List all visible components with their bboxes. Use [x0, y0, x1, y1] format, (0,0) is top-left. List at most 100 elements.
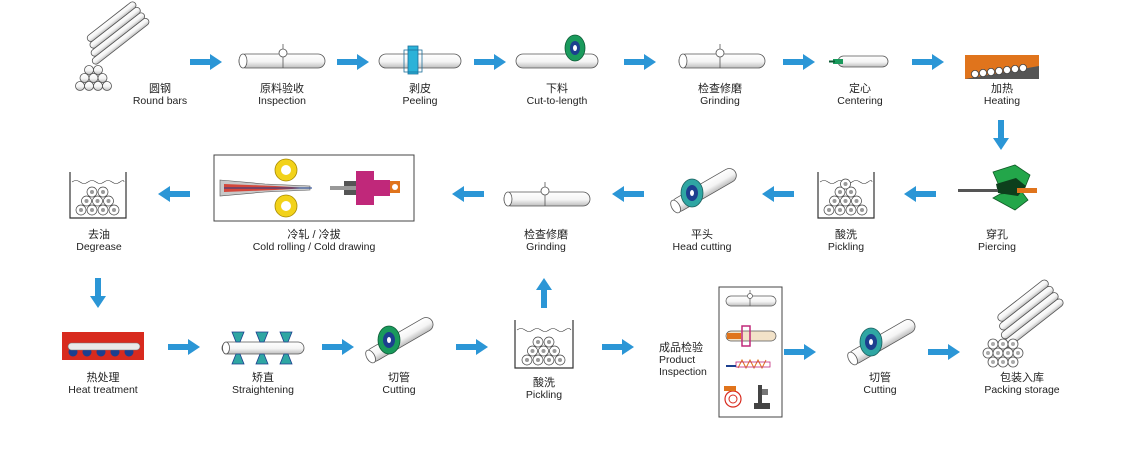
step-peeling: 剥皮 Peeling — [345, 83, 495, 107]
label-cn: 加热 — [991, 83, 1013, 95]
label-en: Degrease — [76, 241, 122, 253]
arrow-left — [612, 186, 644, 202]
label-cn: 去油 — [88, 229, 110, 241]
pickling-tank-icon — [514, 320, 574, 369]
label-en: Cutting — [382, 384, 416, 396]
arrow-right — [624, 54, 656, 70]
label-en: Grinding — [700, 95, 740, 107]
arrow-right — [928, 344, 960, 360]
arrow-up — [536, 278, 552, 308]
step-heat-treatment: 热处理 Heat treatment — [28, 372, 178, 396]
arrow-down — [993, 120, 1009, 150]
step-head-cutting: 平头 Head cutting — [627, 229, 777, 253]
label-cn: 圆钢 — [149, 83, 171, 95]
step-product-inspection: 成品检验 Product Inspection — [659, 342, 739, 378]
step-pickling: 酸洗 Pickling — [469, 377, 619, 401]
inspection-pipe-icon — [238, 44, 326, 69]
arrow-right — [190, 54, 222, 70]
degrease-tank-icon — [69, 172, 127, 219]
label-en: Peeling — [402, 95, 438, 107]
arrow-right — [168, 339, 200, 355]
label-cn: 矫直 — [252, 372, 274, 384]
label-en: Packing storage — [984, 384, 1060, 396]
step-packing-storage: 包装入库 Packing storage — [947, 372, 1097, 396]
label-cn: 切管 — [388, 372, 410, 384]
step-centering: 定心 Centering — [785, 83, 935, 107]
label-en: Cut-to-length — [526, 95, 588, 107]
label-en: Product Inspection — [659, 354, 707, 378]
arrow-right — [784, 344, 816, 360]
label-cn: 酸洗 — [835, 229, 857, 241]
step-straightening: 矫直 Straightening — [188, 372, 338, 396]
furnace-icon — [965, 55, 1039, 79]
label-en: Centering — [837, 95, 883, 107]
cold-rolling-drawing-box — [213, 154, 415, 222]
saw-disc-icon — [515, 34, 599, 69]
step-inspection: 原料验收 Inspection — [207, 83, 357, 107]
label-cn: 原料验收 — [260, 83, 304, 95]
arrow-right — [456, 339, 488, 355]
cutting-icon — [365, 317, 434, 364]
label-cn: 穿孔 — [986, 229, 1008, 241]
arrow-right — [474, 54, 506, 70]
label-cn: 检查修磨 — [698, 83, 742, 95]
arrow-right — [912, 54, 944, 70]
step-cutting: 切管 Cutting — [805, 372, 955, 396]
piercing-mill-icon — [958, 164, 1037, 211]
step-cut-to-length: 下料 Cut-to-length — [482, 83, 632, 107]
label-en: Grinding — [526, 241, 566, 253]
cutting-icon — [847, 319, 916, 366]
label-cn: 成品检验 — [659, 342, 703, 354]
pickling-tank-icon — [817, 172, 875, 219]
label-cn: 冷轧 / 冷拔 — [287, 229, 341, 241]
arrow-down — [90, 278, 106, 308]
arrow-right — [602, 339, 634, 355]
grinding-pipe-icon — [678, 44, 766, 69]
label-cn: 包装入库 — [1000, 372, 1044, 384]
label-en: Straightening — [232, 384, 294, 396]
step-pickling: 酸洗 Pickling — [771, 229, 921, 253]
bundle-of-tubes-icon — [982, 279, 1064, 368]
peeling-icon — [378, 45, 462, 75]
step-grinding: 检查修磨 Grinding — [471, 229, 621, 253]
label-cn: 剥皮 — [409, 83, 431, 95]
label-en: Round bars — [132, 95, 188, 107]
label-cn: 切管 — [869, 372, 891, 384]
step-cutting: 切管 Cutting — [324, 372, 474, 396]
label-en: Cold rolling / Cold drawing — [252, 241, 376, 253]
label-cn: 平头 — [691, 229, 713, 241]
inspection-panel-icon — [718, 286, 783, 418]
label-en: Pickling — [827, 241, 865, 253]
label-en: Inspection — [258, 95, 306, 107]
step-degrease: 去油 Degrease — [24, 229, 174, 253]
step-heating: 加热 Heating — [927, 83, 1077, 107]
label-cn: 检查修磨 — [524, 229, 568, 241]
label-en: Head cutting — [672, 241, 732, 253]
label-cn: 热处理 — [86, 372, 120, 384]
step-cold-rolling: 冷轧 / 冷拔 Cold rolling / Cold drawing — [239, 229, 389, 253]
centering-drill-icon — [829, 55, 889, 68]
grinding-pipe-icon — [503, 182, 591, 207]
arrow-left — [452, 186, 484, 202]
arrow-left — [762, 186, 794, 202]
label-en: Piercing — [978, 241, 1016, 253]
label-cn: 定心 — [849, 83, 871, 95]
arrow-right — [783, 54, 815, 70]
label-en: Pickling — [525, 389, 563, 401]
label-cn: 酸洗 — [533, 377, 555, 389]
label-en: Heating — [983, 95, 1021, 107]
head-cutting-icon — [670, 168, 737, 214]
label-cn: 下料 — [546, 83, 568, 95]
step-piercing: 穿孔 Piercing — [922, 229, 1072, 253]
heat-treatment-furnace-icon — [62, 332, 144, 360]
label-en: Cutting — [863, 384, 897, 396]
arrow-left — [904, 186, 936, 202]
arrow-right — [337, 54, 369, 70]
step-round-bars: 圆钢 Round bars — [85, 83, 235, 107]
step-grinding: 检查修磨 Grinding — [645, 83, 795, 107]
arrow-right — [322, 339, 354, 355]
bundle-of-bars-icon — [75, 1, 150, 91]
arrow-left — [158, 186, 190, 202]
